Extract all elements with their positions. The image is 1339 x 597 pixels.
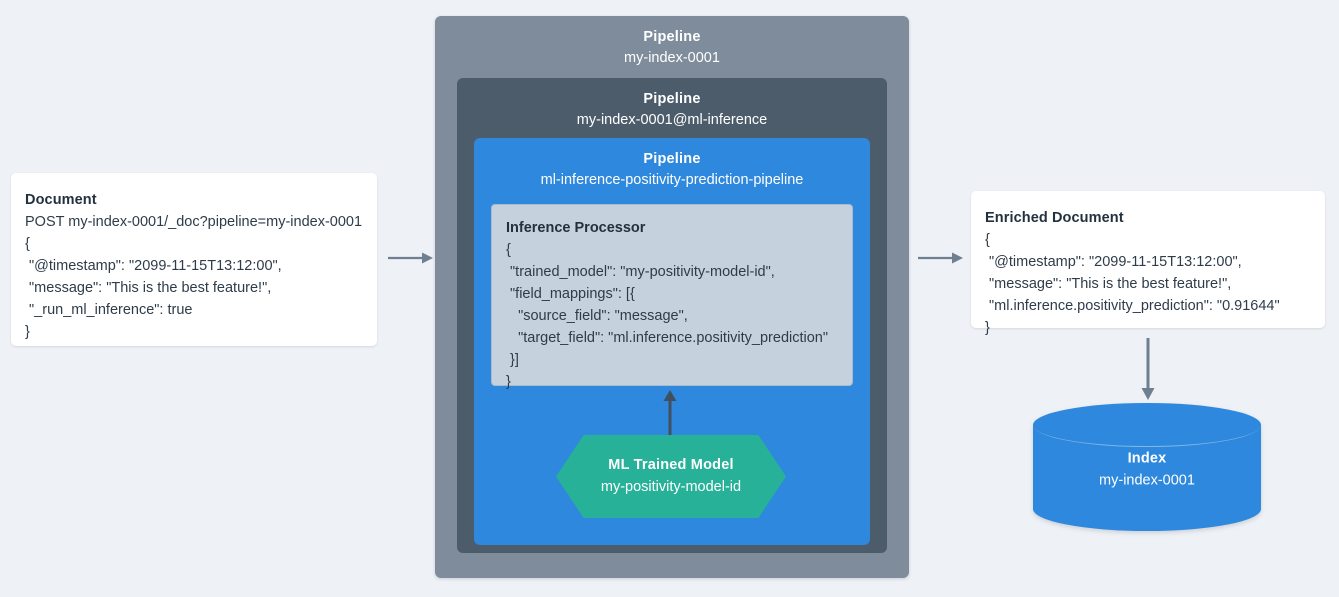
enriched-document-title: Enriched Document [985, 210, 1124, 226]
enriched-document-line: "ml.inference.positivity_prediction": "0… [985, 298, 1280, 314]
processor-line: }] [506, 352, 519, 368]
document-line: { [25, 236, 30, 252]
arrow-model-to-processor [661, 390, 679, 437]
processor-line: "trained_model": "my-positivity-model-id… [506, 264, 775, 280]
document-line: "@timestamp": "2099-11-15T13:12:00", [25, 258, 282, 274]
pipeline-mid-header: Pipeline my-index-0001@ml-inference [457, 78, 887, 131]
document-line: "_run_ml_inference": true [25, 302, 193, 318]
pipeline-inner-header: Pipeline ml-inference-positivity-predict… [474, 138, 870, 191]
model-name-label: my-positivity-model-id [600, 479, 742, 495]
document-line: "message": "This is the best feature!", [25, 280, 272, 296]
enriched-document-line: "@timestamp": "2099-11-15T13:12:00", [985, 254, 1242, 270]
document-line: POST my-index-0001/_doc?pipeline=my-inde… [25, 214, 363, 230]
pipeline-mid-type: Pipeline [643, 91, 701, 107]
processor-line: } [506, 374, 511, 390]
enriched-document-line: } [985, 320, 990, 336]
index-label: Index my-index-0001 [1033, 448, 1261, 491]
processor-line: "target_field": "ml.inference.positivity… [506, 330, 829, 346]
enriched-document-line: { [985, 232, 990, 248]
processor-line: "source_field": "message", [506, 308, 688, 324]
processor-line: { [506, 242, 511, 258]
model-type-label: ML Trained Model [608, 457, 734, 473]
pipeline-outer-type: Pipeline [643, 29, 701, 45]
document-title: Document [25, 192, 97, 208]
cylinder-top [1033, 403, 1261, 447]
pipeline-inner-type: Pipeline [643, 151, 701, 167]
ml-trained-model-hexagon: ML Trained Model my-positivity-model-id [556, 435, 786, 518]
arrow-pipeline-to-enriched-document [918, 250, 964, 266]
processor-line: "field_mappings": [{ [506, 286, 635, 302]
document-line: } [25, 324, 30, 340]
pipeline-outer-header: Pipeline my-index-0001 [435, 16, 909, 69]
document-card: Document POST my-index-0001/_doc?pipelin… [11, 173, 377, 346]
pipeline-outer-name: my-index-0001 [624, 50, 720, 66]
index-type-label: Index [1127, 450, 1167, 467]
processor-title: Inference Processor [506, 220, 646, 236]
enriched-document-line: "message": "This is the best feature!", [985, 276, 1232, 292]
index-cylinder: Index my-index-0001 [1033, 403, 1261, 531]
pipeline-mid-name: my-index-0001@ml-inference [576, 112, 768, 128]
inference-processor-box: Inference Processor { "trained_model": "… [491, 204, 853, 390]
arrow-document-to-pipeline [388, 250, 434, 266]
enriched-document-card: Enriched Document { "@timestamp": "2099-… [971, 191, 1325, 336]
pipeline-inner-name: ml-inference-positivity-prediction-pipel… [540, 172, 804, 188]
arrow-enriched-document-to-index [1139, 338, 1157, 400]
index-name-label: my-index-0001 [1099, 472, 1195, 489]
